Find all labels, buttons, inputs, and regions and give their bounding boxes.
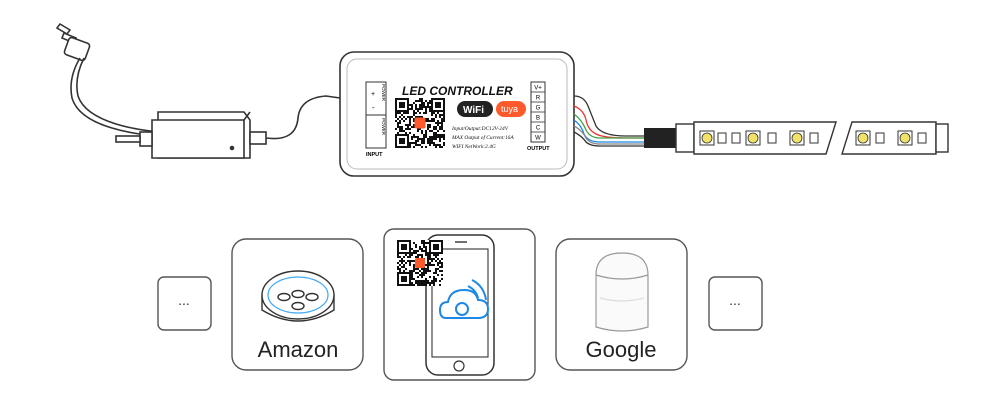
power-adapter — [115, 95, 341, 159]
card-left-more: ... — [157, 276, 212, 331]
output-pin-label: G — [536, 106, 541, 112]
power-label-bottom: POWER — [381, 118, 386, 136]
card-amazon: Amazon — [231, 238, 364, 371]
echo-dot-icon — [261, 270, 335, 322]
amazon-label: Amazon — [258, 337, 339, 362]
power-label-top: POWER — [381, 84, 386, 102]
card-right-more: ... — [708, 276, 763, 331]
left-more-label: ... — [178, 292, 190, 308]
input-label: INPUT — [366, 152, 383, 158]
wifi-badge: WiFi — [457, 101, 493, 117]
output-pin-label: R — [536, 96, 541, 102]
google-home-icon — [595, 252, 649, 332]
spec-current: MAX Output of Current:16A — [451, 134, 514, 141]
led-controller: + - POWER POWER INPUT LED CONTROLLER WiF… — [339, 51, 575, 177]
card-phone-app — [383, 228, 536, 381]
controller-qr-code — [395, 98, 445, 148]
input-plus-label: + — [371, 91, 375, 98]
card-google: Google — [555, 238, 688, 371]
right-more-label: ... — [729, 292, 741, 308]
output-pin-label: W — [535, 136, 541, 142]
input-terminal: + - POWER POWER INPUT — [365, 81, 387, 158]
output-wires — [573, 95, 676, 147]
led-strip — [644, 121, 949, 155]
spec-input: Input/Output:DC12V-24V — [451, 126, 509, 132]
controller-title: LED CONTROLLER — [402, 84, 513, 98]
power-plug — [55, 22, 161, 137]
output-label: OUTPUT — [527, 146, 550, 152]
output-pin-label: B — [536, 116, 540, 122]
output-pin-label: C — [536, 126, 541, 132]
tuya-label: tuya — [501, 104, 518, 114]
cloud-app-icon — [438, 279, 490, 319]
google-label: Google — [586, 337, 657, 362]
output-pin-label: V+ — [534, 86, 542, 92]
spec-network: WIFI NetWork:2.4G — [452, 144, 496, 150]
wifi-label: WiFi — [463, 105, 484, 116]
led-chips — [699, 130, 927, 146]
input-minus-label: - — [372, 103, 375, 112]
tuya-badge: tuya — [496, 101, 526, 117]
app-qr-code — [397, 240, 443, 286]
